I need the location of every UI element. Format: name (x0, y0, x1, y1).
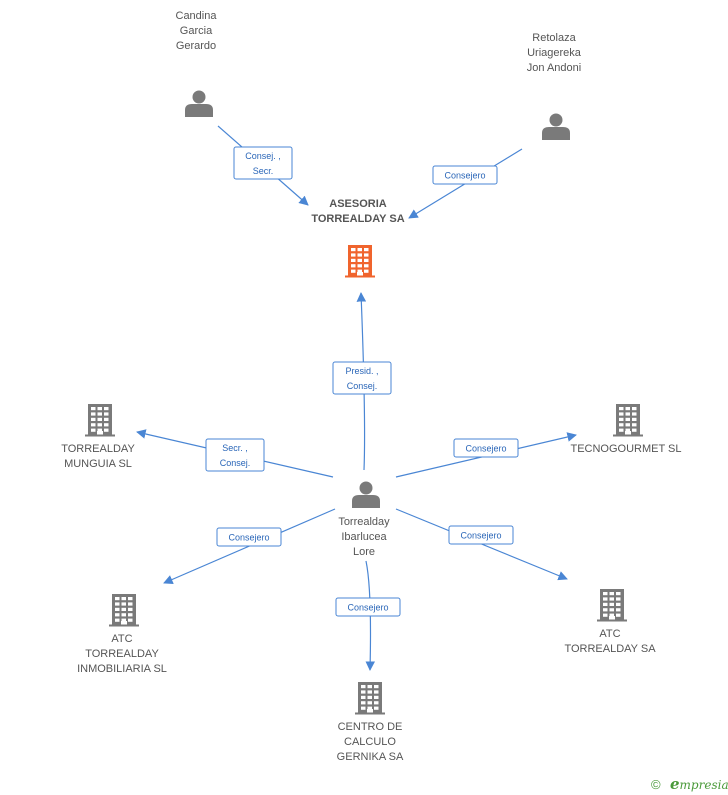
node-label: TORREALDAY (61, 443, 135, 455)
person-icon (542, 113, 570, 140)
edge-label-box (453, 438, 519, 458)
edge-torrealday_lore-to-atc_inmobiliaria: Consejero (163, 508, 336, 584)
copyright-symbol: © (651, 777, 661, 792)
node-tecnogourmet[interactable]: TECNOGOURMET SL (570, 404, 682, 455)
node-label: Gerardo (176, 40, 216, 52)
node-label: TORREALDAY (85, 648, 159, 660)
edge-label-text: Presid. , (345, 366, 378, 376)
node-label: ASESORIA (329, 198, 387, 210)
node-label: Lore (353, 546, 375, 558)
edge-label-text: Consej. (220, 458, 251, 468)
node-label: TECNOGOURMET SL (570, 443, 681, 455)
nodes-layer: ASESORIA TORREALDAY SA CandinaGarciaGerard… (61, 10, 681, 763)
edge-label-box (205, 438, 265, 472)
edge-label-box (448, 525, 514, 545)
brand-initial: e (670, 775, 680, 793)
edge-torrealday_lore-to-centro_calculo: Consejero (335, 560, 401, 671)
node-label: ATC (111, 633, 132, 645)
node-asesoria[interactable]: ASESORIA TORREALDAY SA (311, 198, 405, 278)
edge-retolaza-to-asesoria: Consejero (408, 148, 523, 219)
edge-label-text: Consej. (347, 381, 378, 391)
node-atc_torrealday[interactable]: ATC TORREALDAY SA (564, 589, 656, 655)
node-label: TORREALDAY SA (311, 213, 404, 225)
edge-torrealday_lore-to-tecnogourmet: Consejero (395, 432, 577, 478)
edge-arrow (356, 292, 367, 471)
building-icon (355, 682, 385, 715)
edge-label-text: Consejero (444, 171, 485, 181)
node-label: Candina (176, 10, 218, 22)
building-icon (109, 594, 139, 627)
person-icon (185, 90, 213, 117)
person-icon (352, 481, 380, 508)
edge-torrealday_lore-to-atc_torrealday: Consejero (395, 508, 568, 581)
node-label: ATC (599, 628, 620, 640)
edge-label-text: Consejero (347, 603, 388, 613)
node-label: Retolaza (532, 32, 576, 44)
node-label: Ibarlucea (341, 531, 387, 543)
building-icon (85, 404, 115, 437)
building-icon (597, 589, 627, 622)
footer: © empresia (651, 775, 728, 793)
node-label: Jon Andoni (527, 62, 581, 74)
node-label: GERNIKA SA (337, 751, 404, 763)
edge-label-box (432, 165, 498, 185)
node-label: TORREALDAY SA (564, 643, 656, 655)
edge-label-text: Consej. , (245, 151, 281, 161)
node-label: Garcia (180, 25, 213, 37)
building-icon (345, 245, 375, 278)
brand-logo: empresia (670, 775, 728, 793)
edge-label-text: Secr. (253, 166, 274, 176)
node-centro_calculo[interactable]: CENTRO DE CALCULO GERNIKA SA (337, 682, 404, 763)
node-label: Torrealday (338, 516, 390, 528)
edge-label-text: Secr. , (222, 443, 248, 453)
edge-label-box (332, 361, 392, 395)
edge-label-box (335, 597, 401, 617)
edge-label-box (216, 527, 282, 547)
node-label: MUNGUIA SL (64, 458, 132, 470)
edge-label-text: Consejero (465, 444, 506, 454)
node-label: CALCULO (344, 736, 396, 748)
edge-torrealday_lore-to-asesoria: Presid. , Consej. (332, 292, 392, 471)
node-munguia[interactable]: TORREALDAY MUNGUIA SL (61, 404, 135, 470)
edge-label-text: Consejero (228, 533, 269, 543)
node-atc_inmobiliaria[interactable]: ATC TORREALDAY INMOBILIARIA SL (77, 594, 167, 675)
building-icon (613, 404, 643, 437)
edge-label-box (233, 146, 293, 180)
node-label: INMOBILIARIA SL (77, 663, 167, 675)
brand-name: mpresia (680, 778, 728, 792)
edge-label-text: Consejero (460, 531, 501, 541)
node-label: Uriagereka (527, 47, 582, 59)
edge-candina-to-asesoria: Consej. , Secr. (217, 125, 309, 206)
node-label: CENTRO DE (338, 721, 403, 733)
edge-torrealday_lore-to-munguia: Secr. , Consej. (136, 429, 334, 478)
